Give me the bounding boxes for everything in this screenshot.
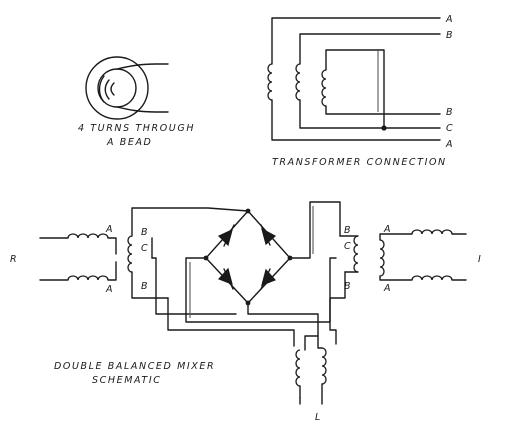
mixer-right-terminal-a-bottom: A [383,283,392,294]
transformer-terminal-a-top: A [445,14,454,25]
diode-icon [217,228,233,247]
port-i-label: I [478,254,482,265]
port-r-label: R [10,254,18,265]
mixer-right-terminal-a-top: A [383,224,392,235]
transformer-terminal-c: C [446,123,454,134]
mixer-caption-line2: SCHEMATIC [92,375,161,386]
mixer-left-terminal-c: C [141,243,149,254]
mixer-schematic [39,201,467,405]
port-l-label: L [315,412,322,423]
mixer-right-terminal-c: C [344,241,352,252]
mixer-left-terminal-a-bottom: A [105,284,114,295]
mixer-left-terminal-a-top: A [105,224,114,235]
transformer-connection-diagram [267,17,441,141]
transformer-terminal-b-top: B [446,30,454,41]
transformer-caption: TRANSFORMER CONNECTION [272,157,447,168]
bead-caption-line2: A BEAD [106,137,152,148]
mixer-right-terminal-b-top: B [344,225,352,236]
bead-caption-line1: 4 TURNS THROUGH [78,123,195,134]
mixer-left-terminal-b-top: B [141,227,149,238]
ferrite-bead-illustration [85,56,169,120]
mixer-right-terminal-b-bottom: B [344,281,352,292]
transformer-terminal-a-bottom: A [445,139,454,150]
mixer-left-terminal-b-bottom: B [141,281,149,292]
transformer-terminal-b-bottom: B [446,107,454,118]
mixer-caption-line1: DOUBLE BALANCED MIXER [54,361,215,372]
